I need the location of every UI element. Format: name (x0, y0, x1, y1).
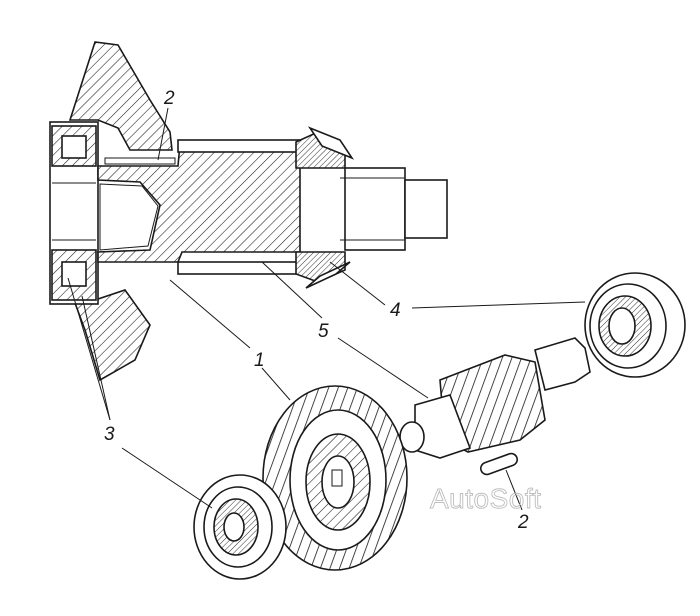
bevel-gear (262, 385, 408, 571)
leader-2-top (157, 107, 169, 161)
shaft-lower-band (177, 261, 301, 275)
leader-3-b (81, 295, 111, 421)
leader-1-b (169, 279, 251, 349)
autosoft-watermark: AutoSoft (430, 483, 541, 514)
leader-5 (261, 261, 323, 319)
ball-bearing-right (584, 272, 686, 378)
callout-2-bottom: 2 (517, 512, 529, 533)
leader-3-c (121, 447, 213, 509)
callout-4: 4 (390, 300, 401, 321)
ball-bearing-left (193, 474, 287, 580)
upper-gear-rim-section (68, 41, 173, 151)
taper-roller-upper (307, 126, 355, 160)
bearing-roller-lower (61, 261, 87, 287)
hub-section (97, 143, 301, 263)
leader-5-b (337, 337, 429, 399)
leader-4-b (329, 261, 386, 306)
leader-1 (261, 367, 291, 401)
callout-3: 3 (104, 424, 115, 445)
callout-2-top: 2 (163, 88, 175, 109)
leader-3-a (67, 277, 111, 421)
bearing-roller-upper (61, 135, 87, 159)
callout-1: 1 (254, 350, 265, 371)
key-part (479, 452, 519, 476)
key-slot (104, 157, 176, 165)
pinion-shaft (399, 337, 591, 459)
callout-5: 5 (318, 321, 329, 342)
lower-gear-rim-section (70, 289, 151, 382)
hub-bore (99, 183, 159, 251)
leader-2-bottom (505, 469, 523, 511)
leader-lines (67, 107, 586, 511)
leader-4 (411, 301, 586, 309)
shaft-body (177, 139, 301, 153)
shaft-step (344, 167, 406, 251)
sectional-assembly-view (49, 41, 448, 382)
shaft-end (404, 179, 448, 239)
